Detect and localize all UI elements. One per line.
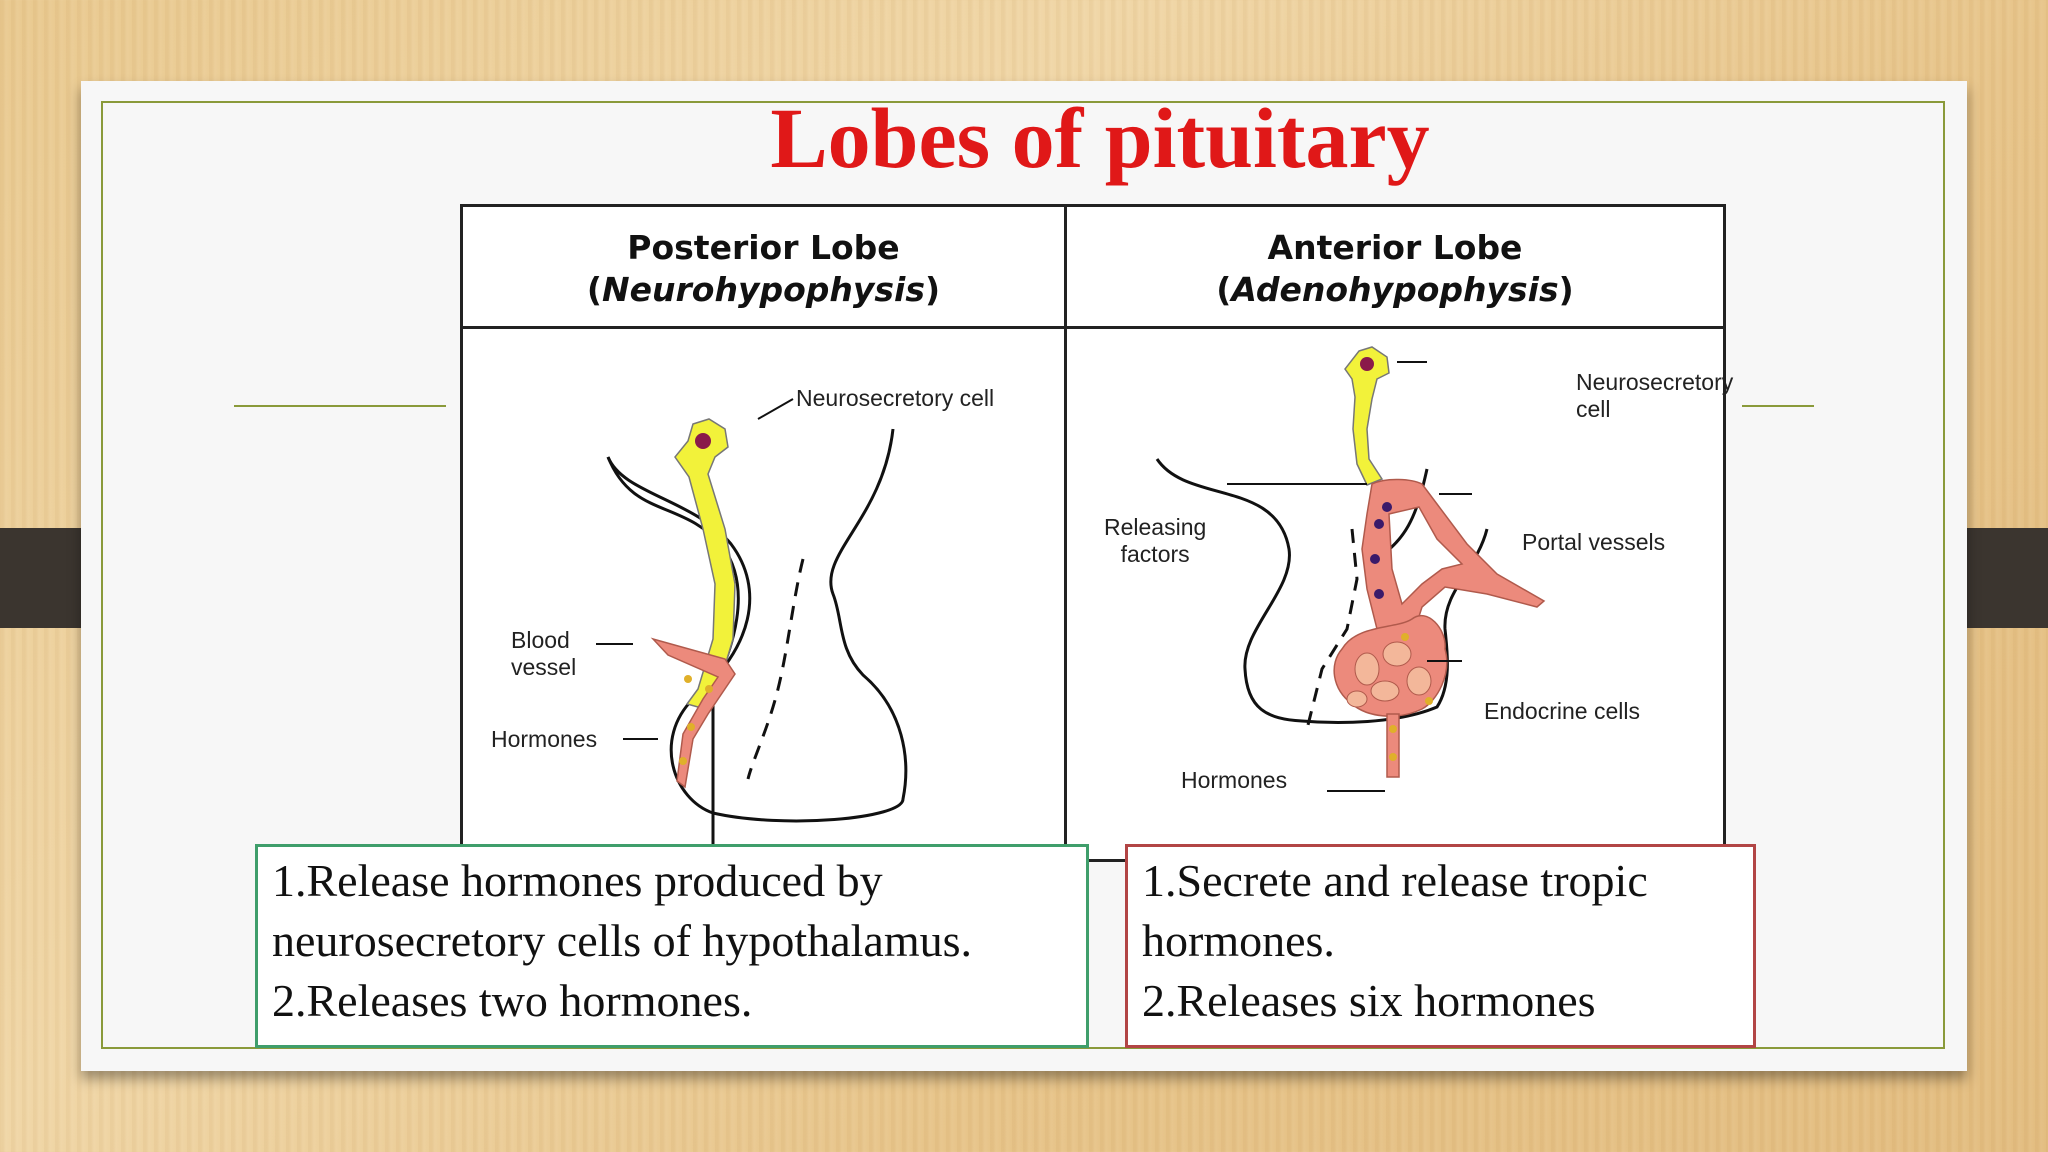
- anterior-releasing-label-line2: factors: [1120, 541, 1190, 567]
- posterior-heading-text: Posterior Lobe: [627, 228, 900, 267]
- anterior-neurosecretory-label: Neurosecretory cell: [1576, 369, 1734, 422]
- figure-header-divider: [463, 326, 1723, 329]
- slide-frame: [101, 101, 1945, 1049]
- posterior-blood-label: Blood vessel: [511, 627, 576, 681]
- anterior-description-box: 1.Secrete and release tropic hormones. 2…: [1125, 844, 1756, 1048]
- anterior-desc-line3: 2.Releases six hormones: [1142, 975, 1596, 1026]
- posterior-blood-vessel: [650, 637, 736, 789]
- posterior-desc-line1: 1.Release hormones produced by: [272, 855, 883, 906]
- anterior-releasing-label: Releasing factors: [1104, 514, 1206, 568]
- posterior-neurosecretory-label: Neurosecretory cell: [796, 385, 995, 411]
- posterior-neuron-nucleus: [695, 433, 711, 449]
- posterior-subheading-text: Neurohypophysis: [602, 270, 925, 309]
- anterior-neuron-nucleus: [1360, 357, 1374, 371]
- anterior-hormones-label: Hormones: [1181, 767, 1288, 793]
- posterior-blood-label-line2: vessel: [511, 654, 577, 680]
- slide-title: Lobes of pituitary: [770, 90, 1430, 186]
- anterior-portal-label: Portal vessels: [1522, 529, 1666, 555]
- anterior-neuron: [1344, 346, 1390, 486]
- posterior-blood-label-line1: Blood: [511, 627, 570, 653]
- anterior-lobe-heading: Anterior Lobe (Adenohypophysis): [1067, 227, 1723, 311]
- anterior-endocrine-label: Endocrine cells: [1484, 698, 1640, 724]
- anterior-desc-line1: 1.Secrete and release tropic: [1142, 855, 1648, 906]
- anterior-heading-text: Anterior Lobe: [1267, 228, 1523, 267]
- anterior-hormone-vessel: [1386, 713, 1400, 778]
- posterior-lobe-heading: Posterior Lobe (Neurohypophysis): [463, 227, 1064, 311]
- anterior-diagram: [1155, 346, 1546, 792]
- posterior-desc-line3: 2.Releases two hormones.: [272, 975, 753, 1026]
- anterior-subheading: (Adenohypophysis): [1216, 270, 1574, 309]
- posterior-desc-line2: neurosecretory cells of hypothalamus.: [272, 915, 972, 966]
- anterior-subheading-text: Adenohypophysis: [1231, 270, 1559, 309]
- divider-line-right: [1742, 405, 1814, 407]
- posterior-description-box: 1.Release hormones produced by neurosecr…: [255, 844, 1089, 1048]
- posterior-hormones-label: Hormones: [491, 726, 598, 752]
- figure-column-divider: [1064, 207, 1067, 859]
- posterior-outline: [606, 428, 908, 823]
- divider-line-left: [234, 405, 446, 407]
- anterior-releasing-label-line1: Releasing: [1104, 514, 1207, 540]
- posterior-subheading: (Neurohypophysis): [586, 270, 941, 309]
- posterior-diagram: [596, 398, 908, 859]
- pituitary-figure: Posterior Lobe (Neurohypophysis) Anterio…: [460, 204, 1733, 862]
- anterior-desc-line2: hormones.: [1142, 915, 1335, 966]
- anterior-outline: [1155, 458, 1489, 724]
